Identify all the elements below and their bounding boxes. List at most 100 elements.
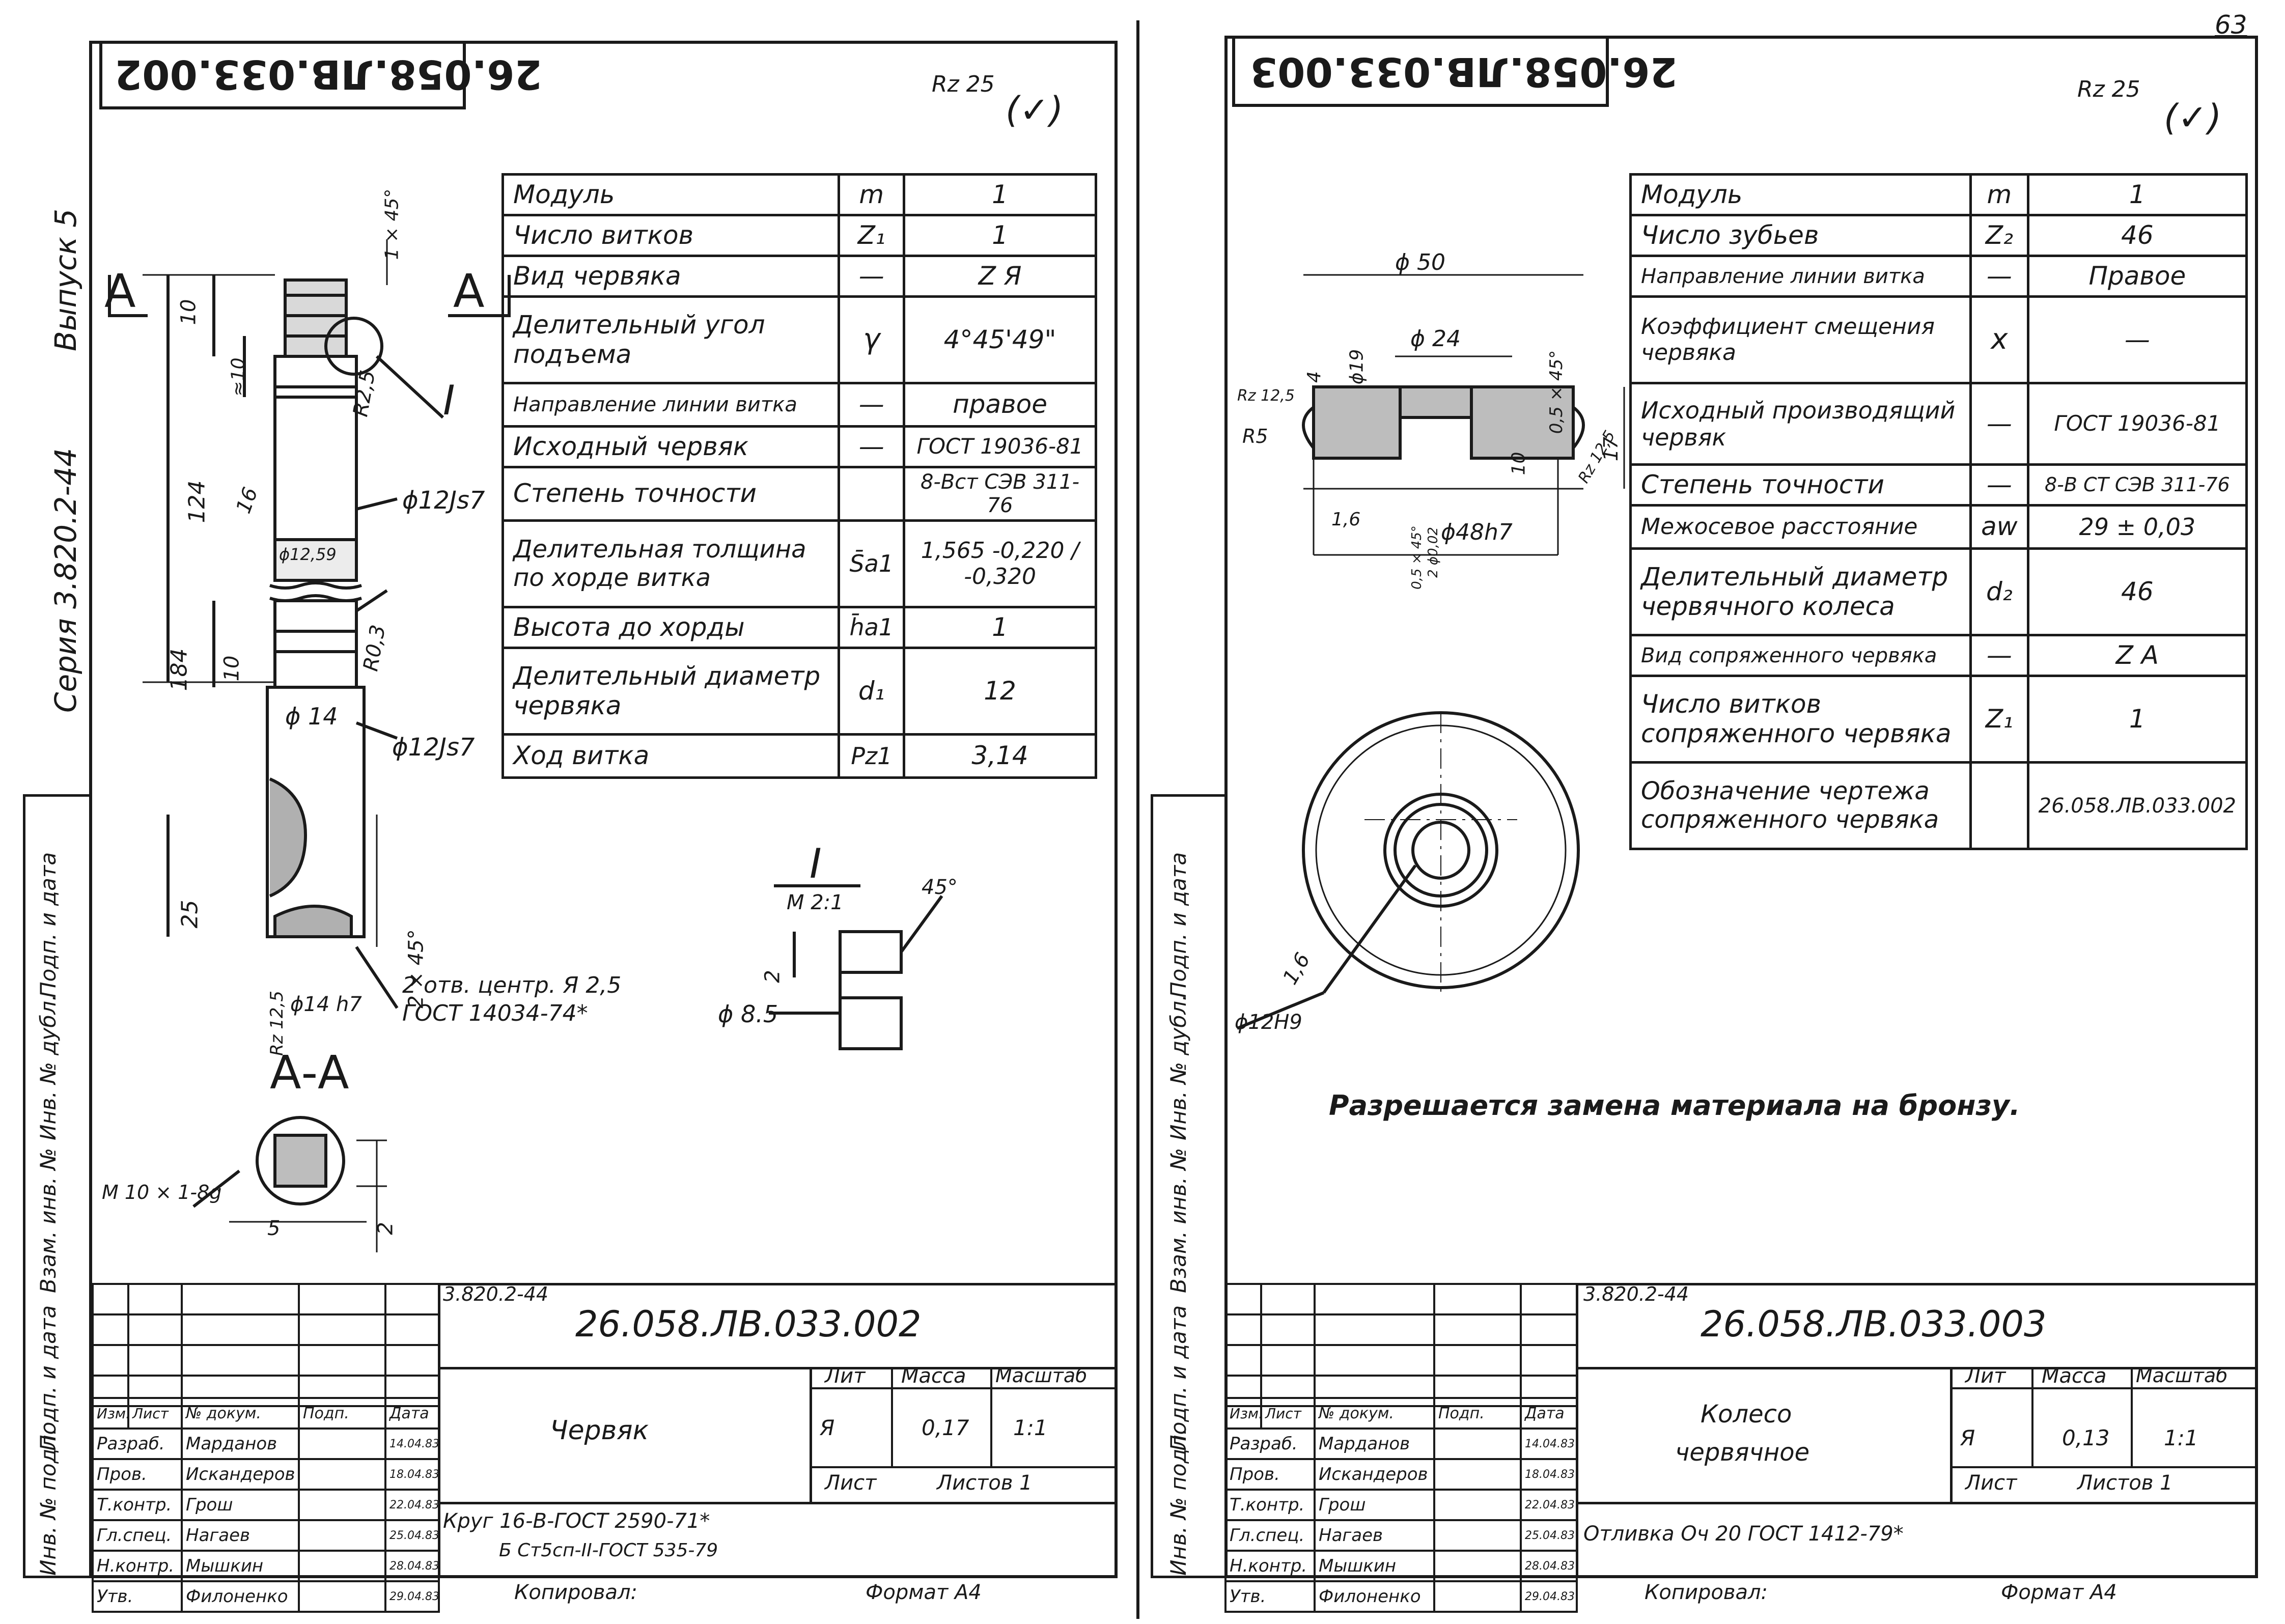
left-sheets-label: Листов 1: [937, 1471, 1033, 1495]
left-stamp-lit-h2: [810, 1466, 1118, 1468]
right-lit-value: Я: [1960, 1425, 1975, 1450]
right-note: Разрешается замена материала на бронзу.: [1329, 1089, 2020, 1122]
right-stamp-title-1: Колесо: [1701, 1400, 1792, 1429]
right-stamp-series: 3.820.2-44: [1583, 1283, 1689, 1305]
dim-m10: M 10 × 1-8g: [102, 1181, 222, 1203]
left-scale-label: Масштаб: [995, 1364, 1088, 1387]
left-scale-value: 1:1: [1013, 1415, 1048, 1440]
spec-name: Вид червяка: [501, 255, 841, 298]
left-stamp-divider: [438, 1367, 1118, 1369]
right-sheet-frame: [1224, 36, 2258, 1578]
r-side-label-3: Взам. инв. №: [1166, 1147, 1191, 1293]
left-material-2: Б Ст5сп-II-ГОСТ 535-79: [499, 1540, 718, 1561]
dim-5: 5: [267, 1217, 281, 1240]
left-lit-label: Лит: [825, 1364, 866, 1388]
dim-chamfer2: 0,5 × 45°: [1409, 525, 1425, 590]
right-stamp-lit-h1: [1950, 1387, 2258, 1389]
dim-phi12h9: ϕ12H9: [1235, 1011, 1302, 1034]
dim-tol: 2 ϕ0,02: [1425, 527, 1441, 578]
dim-10: 10: [1508, 452, 1529, 475]
dim-center-holes: 2 отв. центр. Я 2,5: [402, 972, 622, 998]
spec-name: Модуль: [501, 173, 841, 216]
left-lit-value: Я: [820, 1415, 835, 1440]
left-stamp-lit-h1: [810, 1387, 1118, 1389]
dim-10b: ≈10: [228, 357, 249, 397]
right-header-code: 26.058.ЛВ.033.003: [1250, 48, 1678, 94]
left-stamp-series: 3.820.2-44: [443, 1283, 549, 1305]
right-stamp-right-frame: [1576, 1283, 2258, 1578]
dim-phi24: ϕ 24: [1410, 326, 1461, 352]
left-header-code: 26.058.ЛВ.033.002: [115, 51, 542, 97]
spec-name: Исходный червяк: [501, 425, 841, 468]
right-stamp-grid-top: [1224, 1283, 1578, 1407]
left-header-box: [99, 43, 466, 109]
left-stamp-v1: [891, 1367, 893, 1466]
side-label-1: Подп. и дата: [36, 852, 61, 998]
left-roughness: Rz 25: [932, 71, 995, 97]
sheet-divider: [1136, 20, 1139, 1619]
dim-1-6: 1,6: [1331, 509, 1361, 530]
spec-name: Высота до хорды: [501, 606, 841, 649]
right-stamp-v2: [2131, 1367, 2133, 1466]
dim-25: 25: [177, 900, 203, 929]
right-side-strip: [1151, 794, 1224, 1578]
dim-rz125a: Rz 12,5: [1237, 387, 1295, 405]
detail-scale: М 2:1: [787, 891, 844, 914]
r-side-label-5: Инв. № подл.: [1166, 1428, 1191, 1576]
left-sheet-label: Лист: [825, 1471, 877, 1495]
spec-name: Степень точности: [501, 466, 841, 522]
spec-name: Направление линии витка: [501, 382, 841, 428]
r-side-label-2: Инв. № дубл.: [1166, 994, 1191, 1140]
left-stamp-divider2: [438, 1502, 1118, 1504]
right-copied: Копировал:: [1645, 1581, 1768, 1604]
dim-4: 4: [1303, 371, 1325, 383]
spec-name: Число витков: [501, 214, 841, 257]
dim-10c: 10: [220, 655, 244, 682]
dim-phi48h7: ϕ48h7: [1441, 519, 1513, 545]
right-stamp-v1: [2031, 1367, 2033, 1466]
left-sheet-frame: [89, 41, 1118, 1578]
detail-i-marker: I: [443, 377, 455, 424]
right-format: Формат А4: [2001, 1581, 2117, 1604]
dim-2: 2: [374, 1222, 398, 1235]
spec-name: Ход витка: [501, 733, 841, 779]
dim-2b: 2: [761, 970, 785, 983]
left-format: Формат А4: [866, 1581, 982, 1604]
left-stamp-v2: [990, 1367, 992, 1466]
dim-chamfer-r: 0,5 × 45°: [1546, 350, 1567, 434]
side-label-2: Инв. № дубл.: [36, 994, 61, 1140]
dim-phi19: ϕ19: [1346, 349, 1368, 385]
left-mass-value: 0,17: [922, 1415, 969, 1440]
dim-phi50: ϕ 50: [1395, 249, 1445, 275]
right-stamp-divider: [1576, 1367, 2258, 1369]
right-sheet-label: Лист: [1965, 1471, 2017, 1495]
series-label: Серия 3.820.2-44: [48, 447, 83, 713]
dim-phi14h7: ϕ14 h7: [290, 993, 362, 1016]
left-stamp-grid-top: [92, 1283, 440, 1407]
page-number: 63: [2215, 10, 2247, 40]
right-stamp-lit-h2: [1950, 1466, 2258, 1468]
side-label-3: Взам. инв. №: [36, 1147, 61, 1293]
left-stamp-code: 26.058.ЛВ.033.002: [575, 1303, 922, 1345]
dim-section-a-left: А: [104, 265, 136, 318]
left-roughness-paren: (✓): [1006, 89, 1064, 131]
r-side-label-1: Подп. и дата: [1166, 852, 1191, 998]
section-aa-label: А-А: [270, 1046, 349, 1100]
detail-i-title: I: [810, 840, 822, 887]
left-stamp-right-frame: [438, 1283, 1118, 1578]
left-side-strip: [23, 794, 89, 1578]
right-roughness-paren: (✓): [2164, 97, 2222, 138]
spec-name: Делительный угол подъема: [501, 295, 841, 384]
dim-section-a-right: А: [453, 265, 485, 318]
right-mass-label: Масса: [2042, 1364, 2107, 1388]
left-material-1: Круг 16-В-ГОСТ 2590-71*: [443, 1509, 710, 1533]
dim-184: 184: [166, 648, 192, 691]
right-stamp-title-2: червячное: [1675, 1438, 1810, 1467]
left-stamp-title: Червяк: [550, 1415, 649, 1446]
dim-phi85: ϕ 8.5: [718, 1000, 778, 1028]
right-lit-label: Лит: [1965, 1364, 2006, 1388]
dim-chamfer-top: 1 × 45°: [381, 188, 403, 260]
